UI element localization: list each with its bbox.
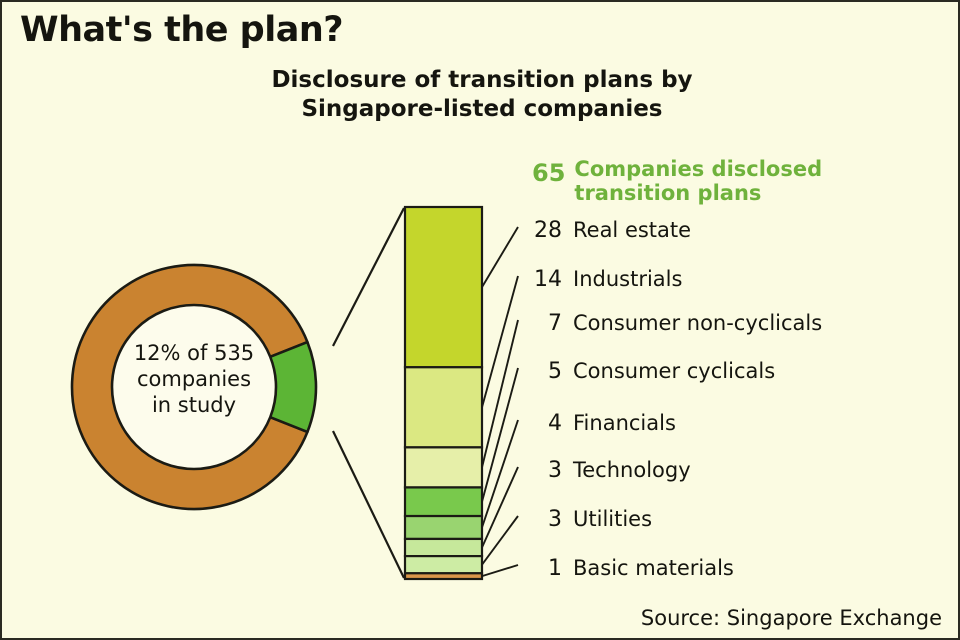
segment-label: 7 Consumer non-cyclicals: [532, 311, 822, 336]
segment-label: 5 Consumer cyclicals: [532, 359, 775, 384]
segment-name: Utilities: [573, 507, 653, 531]
segment-name: Financials: [573, 411, 676, 435]
bar-segment: [403, 555, 484, 575]
bar-segment-group: [403, 205, 484, 581]
headline-total-label: Companies disclosed transition plans: [574, 157, 822, 206]
segment-name: Consumer non-cyclicals: [573, 311, 823, 335]
segment-leader-line: [481, 419, 519, 528]
segment-label: 1 Basic materials: [532, 556, 734, 581]
segment-leader-lines: [481, 226, 519, 578]
donut-center-line3: in study: [151, 393, 237, 418]
donut-to-bar-line-bottom: [332, 430, 405, 579]
segment-label: 3 Utilities: [532, 507, 652, 532]
segment-value: 4: [548, 411, 562, 436]
chart-subtitle: Disclosure of transition plans by Singap…: [142, 66, 822, 125]
segment-name: Real estate: [573, 218, 692, 242]
source-note: Source: Singapore Exchange: [640, 606, 942, 630]
donut-center-line1: 12% of 535: [133, 341, 255, 365]
chart-subtitle-line1: Disclosure of transition plans by: [271, 67, 693, 93]
callout-connector-lines: [332, 207, 405, 579]
chart-subtitle-line2: Singapore-listed companies: [301, 96, 663, 123]
headline-total-label-line1: Companies disclosed: [574, 157, 823, 181]
headline-total-label-line2: transition plans: [574, 181, 762, 206]
segment-value: 14: [534, 267, 562, 292]
segment-value: 3: [548, 458, 562, 483]
donut-slices: [70, 263, 318, 511]
segment-value: 1: [548, 556, 562, 581]
donut-chart: [70, 263, 318, 511]
page-title: What's the plan?: [20, 10, 344, 50]
segment-leader-line: [481, 564, 519, 578]
bar-segment: [403, 537, 484, 558]
segment-leader-line: [481, 275, 519, 408]
segment-value: 3: [548, 507, 562, 532]
donut-hole: [110, 303, 278, 471]
segment-name: Basic materials: [573, 556, 734, 580]
segment-leader-line: [481, 515, 519, 566]
segment-label: 28 Real estate: [532, 218, 691, 243]
bar-segment: [403, 572, 484, 581]
bar-segment: [403, 514, 484, 541]
segment-label: 4 Financials: [532, 411, 676, 436]
segment-value: 7: [548, 311, 562, 336]
segment-leader-line: [481, 367, 519, 502]
segment-name: Consumer cyclicals: [573, 359, 776, 383]
segment-name: Technology: [573, 458, 691, 482]
bar-segment: [403, 366, 484, 449]
segment-leader-line: [481, 226, 519, 288]
segment-value: 28: [534, 218, 562, 243]
donut-center-line2: companies: [136, 367, 252, 392]
donut-to-bar-line-top: [332, 207, 405, 347]
bar-segment: [403, 205, 484, 369]
bar-segment: [403, 446, 484, 489]
headline-total: 65 Companies disclosed transition plans: [532, 157, 822, 206]
segment-label: 3 Technology: [532, 458, 691, 483]
headline-total-value: 65: [532, 159, 566, 187]
segment-leader-line: [481, 319, 519, 468]
segment-value: 5: [548, 359, 562, 384]
bar-segment: [403, 486, 484, 518]
segment-label: 14 Industrials: [532, 267, 682, 292]
segment-leader-line: [481, 466, 519, 548]
donut-center-label: 12% of 535 companies in study: [105, 340, 283, 418]
segment-name: Industrials: [573, 267, 683, 291]
